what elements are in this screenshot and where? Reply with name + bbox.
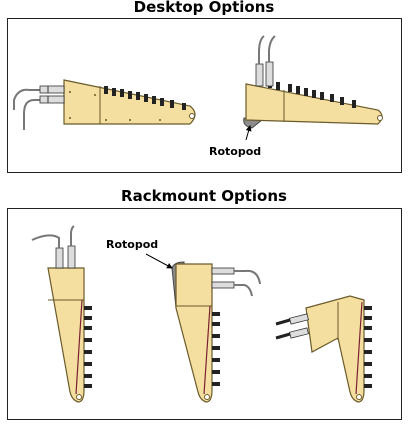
desktop-flat-mixer <box>13 79 196 130</box>
desktop-rotopod-callout: Rotopod <box>209 145 262 158</box>
rackmount-tilted-mixer <box>275 295 372 403</box>
desktop-rotopod-mixer <box>243 35 383 141</box>
desktop-options-title: Desktop Options <box>133 0 275 16</box>
rackmount-rotopod-mixer <box>145 253 261 403</box>
rackmount-options-title: Rackmount Options <box>121 187 287 205</box>
rackmount-vertical-mixer <box>31 225 92 403</box>
rackmount-rotopod-callout: Rotopod <box>106 238 159 251</box>
